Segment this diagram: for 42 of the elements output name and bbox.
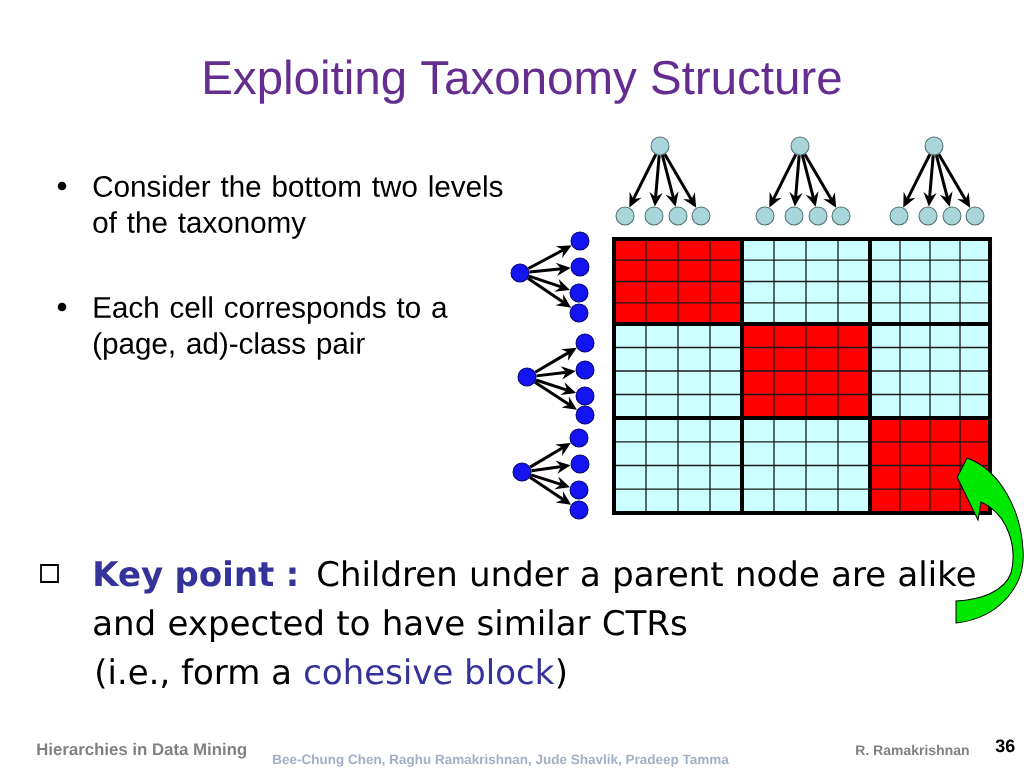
highlighted-text: cohesive block	[305, 658, 555, 685]
note-text: )	[557, 658, 566, 689]
tree-node	[965, 206, 985, 226]
tree-node	[569, 303, 589, 323]
note-text: (i.e., form a	[97, 658, 289, 689]
tree-node	[942, 206, 962, 226]
tree-node	[784, 206, 804, 226]
bullet-text: Consider the bottom two levels of the taxonomy	[93, 175, 503, 239]
key-point-text: Key point : Children under a parent node are alike and expected to have similar CTRs	[94, 560, 975, 643]
tree-node	[615, 206, 635, 226]
tree-node	[889, 206, 909, 226]
tree-node	[510, 263, 530, 283]
tree-node	[570, 231, 590, 251]
tree-node	[575, 386, 595, 406]
tree-node	[831, 206, 851, 226]
tree-node	[575, 405, 595, 425]
tree-node	[790, 136, 810, 156]
tree-node	[569, 283, 589, 303]
curved-arrow	[955, 457, 1024, 624]
footer-text: R. Ramakrishnan	[856, 744, 969, 756]
tree-node	[569, 428, 589, 448]
footer-text: Hierarchies in Data Mining	[37, 742, 247, 759]
tree-node	[569, 480, 589, 500]
tree-node	[644, 206, 664, 226]
tree-node	[512, 462, 532, 482]
tree-node	[755, 206, 775, 226]
tree-node	[650, 136, 670, 156]
tree-node	[570, 454, 590, 474]
tree-node	[668, 206, 688, 226]
tree-node	[691, 206, 711, 226]
page-number: 36	[995, 739, 1015, 753]
bullet-text: Each cell corresponds to a (page, ad)-class pair	[94, 296, 448, 360]
tree-node	[575, 360, 595, 380]
tree-node	[575, 333, 595, 353]
slide-title: Exploiting Taxonomy Structure	[205, 59, 841, 104]
tree-node	[517, 367, 537, 387]
tree-node	[924, 136, 944, 156]
tree-node	[569, 500, 589, 520]
tree-node	[570, 257, 590, 277]
tree-node	[808, 206, 828, 226]
footer-text: Bee-Chung Chen, Raghu Ramakrishnan, Jude Shavlik, Pradeep Tamma	[273, 754, 729, 767]
tree-node	[918, 206, 938, 226]
